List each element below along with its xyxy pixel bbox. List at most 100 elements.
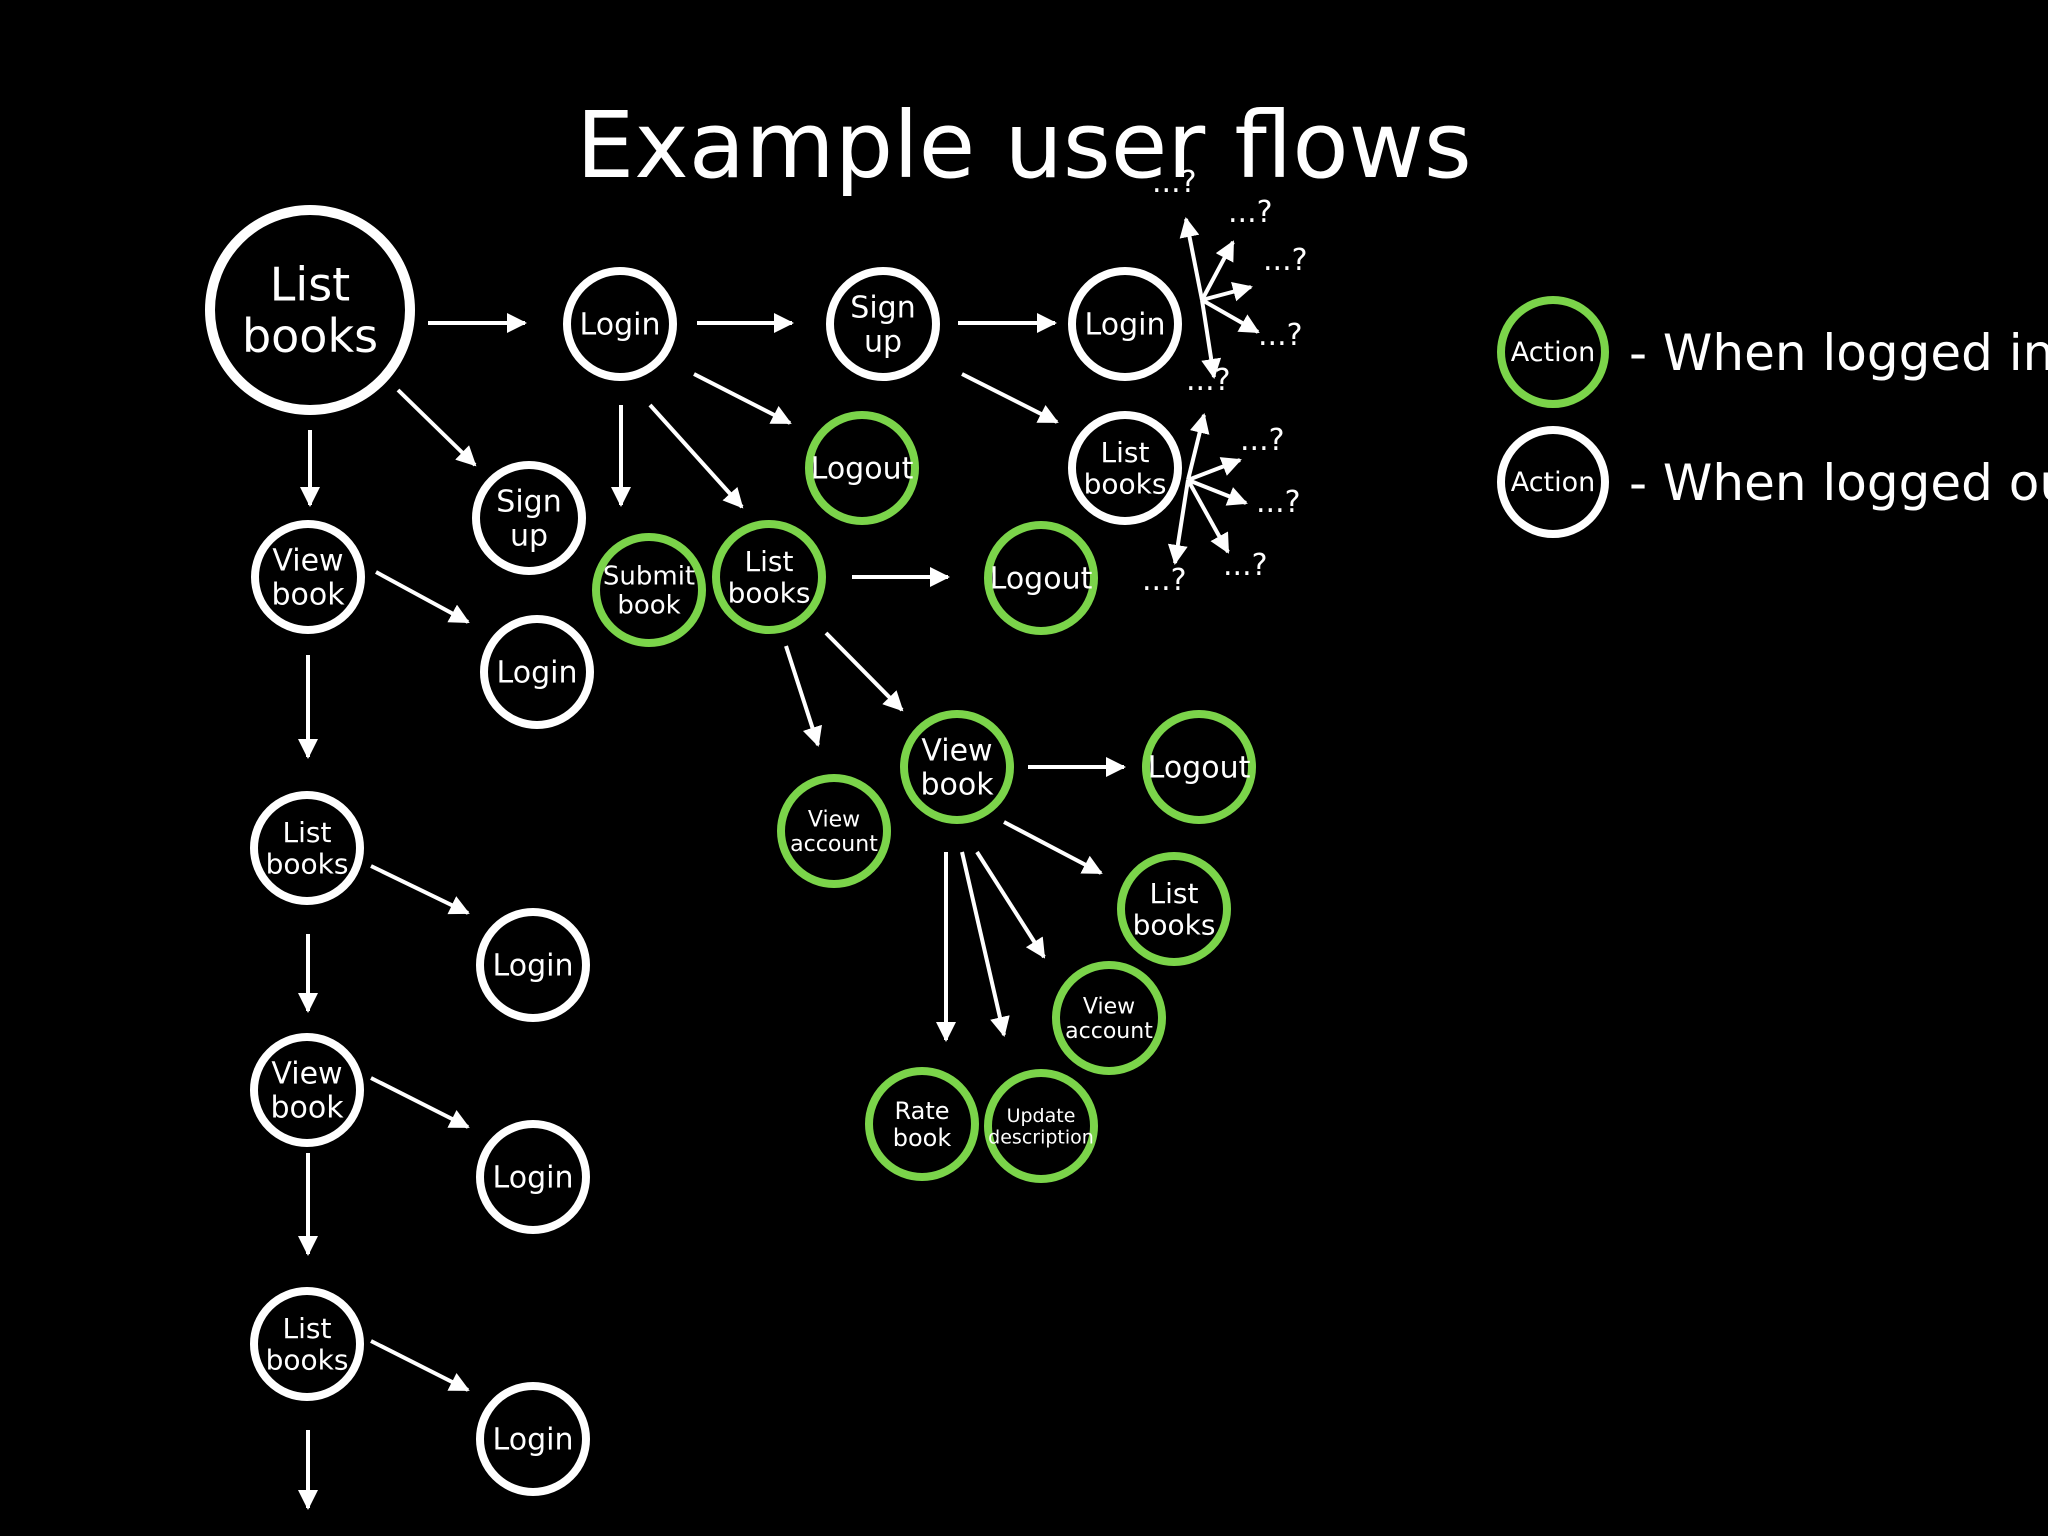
node-label: Login	[497, 656, 578, 691]
node-label: Logout	[990, 562, 1093, 597]
unknown-next-step-label: ...?	[1228, 195, 1273, 230]
branch-arrow	[1201, 281, 1253, 302]
node-label: books	[1133, 908, 1216, 941]
node-label: View	[1083, 994, 1135, 1019]
branch-arrow	[1187, 478, 1248, 506]
node-label: book	[270, 1090, 344, 1125]
flow-arrow	[960, 851, 1010, 1037]
node-label: Login	[493, 1423, 574, 1458]
flow-arrow	[784, 645, 822, 747]
node-label: book	[920, 767, 994, 802]
node-label: books	[1084, 467, 1167, 500]
logged-in-node-circle	[984, 521, 1098, 635]
logged-in-node-circle	[1142, 710, 1256, 824]
flow-node: Logout	[1142, 710, 1256, 824]
node-label: up	[864, 324, 902, 359]
flow-arrow	[824, 631, 904, 712]
unknown-next-step-label: ...?	[1263, 243, 1308, 278]
legend-item: Action - When logged out	[1497, 426, 2048, 538]
node-label: View	[921, 734, 992, 769]
node-label: List	[745, 545, 794, 578]
node-label: books	[242, 309, 378, 363]
node-label: book	[271, 577, 345, 612]
logged-out-node-circle	[563, 267, 677, 381]
unknown-next-step-label: ...?	[1223, 548, 1268, 583]
legend-node-label: Action	[1511, 467, 1596, 498]
unknown-next-step-label: ...?	[1258, 318, 1303, 353]
node-label: Logout	[811, 452, 914, 487]
branch-arrow	[1167, 479, 1190, 565]
node-label: Login	[493, 1161, 574, 1196]
unknown-next-step-label: ...?	[1186, 363, 1231, 398]
logged-in-node-circle	[712, 520, 826, 634]
node-label: Login	[493, 949, 574, 984]
flow-node: Login	[476, 1120, 590, 1234]
node-label: List	[283, 816, 332, 849]
node-label: View	[271, 1057, 342, 1092]
logged-out-node-circle	[476, 908, 590, 1022]
node-label: book	[893, 1124, 952, 1152]
node-label: Update	[1007, 1105, 1076, 1127]
node-label: books	[728, 576, 811, 609]
flow-node: Logout	[984, 521, 1098, 635]
flow-node: Login	[480, 615, 594, 729]
node-label: View	[808, 807, 860, 832]
flow-arrow	[693, 372, 792, 425]
flow-node: Login	[1068, 267, 1182, 381]
branch-arrow	[1201, 298, 1260, 334]
branch-arrow	[1179, 217, 1204, 301]
node-label: List	[283, 1312, 332, 1345]
logged-in-node-circle	[592, 533, 706, 647]
logged-out-node-circle	[250, 791, 364, 905]
node-label: Rate	[894, 1097, 949, 1125]
unknown-next-step-label: ...?	[1142, 563, 1187, 598]
node-label: description	[988, 1126, 1094, 1148]
node-label: View	[272, 544, 343, 579]
unknown-next-step-label: ...?	[1240, 423, 1285, 458]
logged-out-node-circle	[251, 520, 365, 634]
unknown-next-step-label: ...?	[1256, 485, 1301, 520]
flow-arrow	[370, 1076, 470, 1129]
legend-node-circle	[1497, 426, 1609, 538]
legend-node-circle	[1497, 296, 1609, 408]
branch-arrow	[1200, 299, 1222, 379]
node-label: List	[1101, 436, 1150, 469]
flow-node: Logout	[805, 411, 919, 525]
logged-out-node-circle	[480, 615, 594, 729]
logged-out-node-circle	[476, 1120, 590, 1234]
flow-arrow	[975, 850, 1046, 959]
node-label: List	[270, 257, 350, 311]
logged-in-node-circle	[805, 411, 919, 525]
logged-in-node-circle	[1052, 961, 1166, 1075]
node-label: book	[617, 591, 680, 621]
diagram-title: Example user flows	[576, 92, 1472, 199]
branch-arrow	[1186, 479, 1230, 554]
flow-arrow	[375, 570, 470, 624]
legend-item: Action- When logged in	[1497, 296, 2048, 408]
logged-out-node-circle	[1068, 411, 1182, 525]
logged-out-node-circle	[1068, 267, 1182, 381]
branch-arrow	[1186, 413, 1210, 481]
flow-arrow	[648, 403, 744, 509]
logged-in-node-circle	[865, 1067, 979, 1181]
node-label: books	[266, 847, 349, 880]
logged-out-node-circle	[826, 267, 940, 381]
node-label: Logout	[1148, 751, 1251, 786]
logged-in-node-circle	[777, 774, 891, 888]
legend-description: - When logged out	[1629, 454, 2048, 512]
flow-arrow	[1003, 820, 1103, 875]
flow-arrow	[370, 864, 470, 915]
logged-in-node-circle	[900, 710, 1014, 824]
